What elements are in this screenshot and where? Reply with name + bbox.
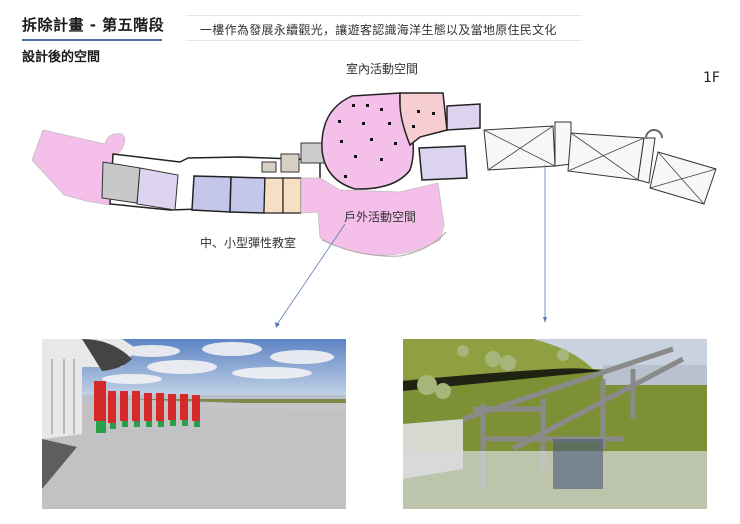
title-underline [22, 39, 162, 41]
floor-plan [31, 92, 717, 328]
page-subtitle: 設計後的空間 [22, 50, 101, 65]
classroom-label: 中、小型彈性教室 [200, 236, 297, 250]
page-title: 拆除計畫 - 第五階段 [22, 16, 165, 34]
tagline-box [186, 15, 582, 41]
tagline: 一樓作為發展永續觀光，讓遊客認識海洋生態以及當地原住民文化 [200, 23, 557, 37]
photo-ruins-render [403, 339, 707, 509]
indoor-label: 室內活動空間 [346, 62, 419, 76]
photo-outdoor-render [42, 339, 346, 509]
floor-label: 1F [703, 70, 720, 86]
outdoor-label: 戶外活動空間 [344, 210, 417, 224]
